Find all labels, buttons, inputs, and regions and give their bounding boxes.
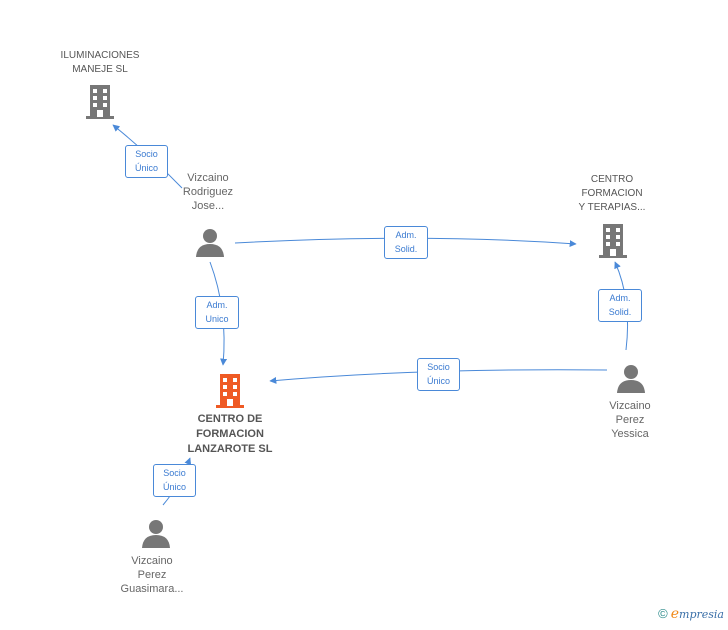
node-label-line: ILUMINACIONES [60,50,140,61]
node-iluminaciones-maneje[interactable]: ILUMINACIONES MANEJE SL [40,49,160,77]
relation-label: Unico [205,314,229,324]
relation-label: Socio [135,149,158,159]
copyright-symbol: © [658,606,668,621]
node-label-line: Y TERAPIAS... [578,202,646,213]
node-centro-formacion-lanzarote[interactable]: CENTRO DE FORMACION LANZAROTE SL [165,412,295,457]
person-icon [617,365,645,393]
brand-name: mpresia [679,608,724,621]
node-label-line: Perez [615,414,645,426]
building-icon [86,85,114,119]
node-label-line: Vizcaino [131,555,173,567]
footer-brand[interactable]: © empresia [658,606,724,622]
person-icon [196,229,224,257]
person-icon [142,520,170,548]
relation-label: Único [426,376,450,386]
relation-label: Adm. [206,300,228,310]
node-label-line: FORMACION [196,428,264,440]
relation-label: Socio [163,468,186,478]
node-vizcaino-rodriguez-jose[interactable]: Vizcaino Rodriguez Jose... [158,171,258,213]
node-label-line: LANZAROTE SL [187,443,273,455]
relation-label: Único [134,163,158,173]
building-icon [599,224,627,258]
node-label-line: Jose... [191,200,225,212]
relation-label: Solid. [394,244,418,254]
relation-badge[interactable]: Socio Único [417,358,460,391]
node-label-line: MANEJE SL [72,64,128,75]
node-label-line: FORMACION [581,188,643,199]
relation-badge[interactable]: Socio Único [153,464,196,497]
relation-badge[interactable]: Socio Único [125,145,168,178]
node-label-line: Guasimara... [120,583,184,595]
node-vizcaino-perez-yessica[interactable]: Vizcaino Perez Yessica [580,399,680,441]
relation-label: Único [162,482,186,492]
brand-initial: e [670,606,680,622]
node-label-line: Vizcaino [609,400,651,412]
building-icon [216,374,244,408]
relation-label: Socio [427,362,450,372]
node-label-line: Perez [137,569,167,581]
relation-label: Adm. [609,293,631,303]
node-label-line: Yessica [611,428,649,440]
relation-badge[interactable]: Adm. Solid. [384,226,428,259]
relation-label: Solid. [608,307,632,317]
node-vizcaino-perez-guasimara[interactable]: Vizcaino Perez Guasimara... [102,554,202,596]
relation-badge[interactable]: Adm. Solid. [598,289,642,322]
node-label-line: CENTRO [590,174,634,185]
node-label-line: CENTRO DE [197,413,263,425]
brand-logo: empresia [670,606,724,622]
relation-badge[interactable]: Adm. Unico [195,296,239,329]
node-label-line: Vizcaino [187,172,229,184]
node-label-line: Rodriguez [182,186,234,198]
node-centro-formacion-terapias[interactable]: CENTRO FORMACION Y TERAPIAS... [552,173,672,215]
relation-label: Adm. [395,230,417,240]
